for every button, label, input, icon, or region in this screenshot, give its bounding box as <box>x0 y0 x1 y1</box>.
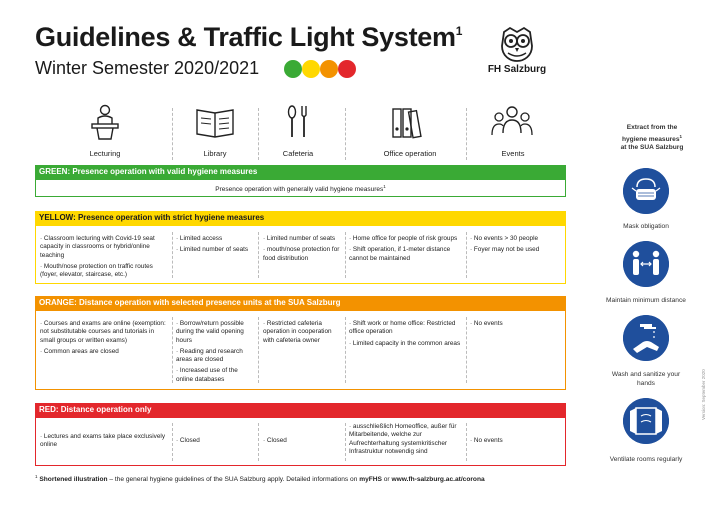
owl-icon <box>501 26 533 62</box>
cell-divider <box>345 232 346 278</box>
orange-events-cell: No events <box>470 320 562 331</box>
cell-divider <box>258 423 259 461</box>
traffic-light-yellow <box>302 60 320 78</box>
yellow-cafeteria-cell: Limited number of seats mouth/nose prote… <box>263 235 345 266</box>
sidebar-heading: Extract from the hygiene measures1 at th… <box>610 124 694 153</box>
orange-level-header: ORANGE: Distance operation with selected… <box>35 296 566 310</box>
orange-level-box: Courses and exams are online (exemption:… <box>35 310 566 390</box>
orange-office-cell: Shift work or home office: Restricted of… <box>349 320 461 351</box>
mask-icon <box>623 168 669 214</box>
traffic-light-orange <box>320 60 338 78</box>
orange-lecturing-cell: Courses and exams are online (exemption:… <box>40 320 168 359</box>
red-cafeteria-cell: Closed <box>263 437 341 448</box>
column-label-library: Library <box>203 149 227 158</box>
yellow-level-header: YELLOW: Presence operation with strict h… <box>35 211 566 225</box>
people-icon <box>491 106 533 136</box>
column-divider <box>258 108 259 160</box>
logo-text: FH Salzburg <box>487 64 547 75</box>
column-divider <box>466 108 467 160</box>
list-item: Limited access <box>176 235 256 243</box>
cell-divider <box>345 423 346 461</box>
list-item: Closed <box>263 437 341 445</box>
list-item: No events > 30 people <box>470 235 562 243</box>
list-item: Shift operation, if 1-meter distance can… <box>349 246 461 263</box>
sidebar-label-handwash: Wash and sanitize your hands <box>611 371 681 387</box>
list-item: Courses and exams are online (exemption:… <box>40 320 168 345</box>
list-item: Lectures and exams take place exclusivel… <box>40 433 168 450</box>
sidebar-label-ventilate: Ventilate rooms regularly <box>609 456 683 463</box>
list-item: Borrow/return possible during the valid … <box>176 320 256 345</box>
red-lecturing-cell: Lectures and exams take place exclusivel… <box>40 433 168 453</box>
cell-divider <box>172 232 173 278</box>
red-events-cell: No events <box>470 437 562 448</box>
yellow-events-cell: No events > 30 people Foyer may not be u… <box>470 235 562 258</box>
list-item: Mouth/nose protection on traffic routes … <box>40 263 168 280</box>
sidebar-label-distance: Maintain minimum distance <box>606 297 686 304</box>
footnote: 1 Shortened illustration – the general h… <box>35 474 485 484</box>
list-item: No events <box>470 320 562 328</box>
link-corona[interactable]: www.fh-salzburg.ac.at/corona <box>391 476 485 484</box>
page-subtitle: Winter Semester 2020/2021 <box>35 58 260 78</box>
orange-cafeteria-cell: Restricted cafeteria operation in cooper… <box>263 320 341 348</box>
column-label-lecturing: Lecturing <box>89 149 121 158</box>
sidebar-heading-line: Extract from the <box>626 124 678 131</box>
list-item: No events <box>470 437 562 445</box>
list-item: Closed <box>176 437 256 445</box>
list-item: mouth/nose protection for food distribut… <box>263 246 345 263</box>
green-level-header: GREEN: Presence operation with valid hyg… <box>35 165 566 179</box>
list-item: Restricted cafeteria operation in cooper… <box>263 320 341 345</box>
yellow-library-cell: Limited access Limited number of seats <box>176 235 256 258</box>
cutlery-icon <box>287 105 307 137</box>
list-item: ausschließlich Homeoffice, außer für Mit… <box>349 423 461 456</box>
column-divider <box>345 108 346 160</box>
column-label-events: Events <box>501 149 525 158</box>
list-item: Limited number of seats <box>263 235 345 243</box>
list-item: Classroom lecturing with Covid-19 seat c… <box>40 235 168 260</box>
handwash-icon <box>623 315 669 361</box>
red-office-cell: ausschließlich Homeoffice, außer für Mit… <box>349 423 461 459</box>
sidebar-heading-line: at the SUA Salzburg <box>620 144 684 152</box>
list-item: Reading and research areas are closed <box>176 348 256 365</box>
page-title: Guidelines & Traffic Light System1 <box>35 22 463 52</box>
traffic-light-green <box>284 60 302 78</box>
column-divider <box>172 108 173 160</box>
orange-library-cell: Borrow/return possible during the valid … <box>176 320 256 387</box>
lectern-icon <box>91 104 119 140</box>
red-level-box: Lectures and exams take place exclusivel… <box>35 417 566 466</box>
yellow-office-cell: Home office for people of risk groups Sh… <box>349 235 461 266</box>
list-item: Home office for people of risk groups <box>349 235 461 243</box>
list-item: Increased use of the online databases <box>176 367 256 384</box>
red-library-cell: Closed <box>176 437 256 448</box>
sidebar-heading-line: hygiene measures1 <box>621 133 683 143</box>
cell-divider <box>258 317 259 383</box>
list-item: Limited number of seats <box>176 246 256 254</box>
list-item: Foyer may not be used <box>470 246 562 254</box>
yellow-lecturing-cell: Classroom lecturing with Covid-19 seat c… <box>40 235 168 282</box>
green-level-box: Presence operation with generally valid … <box>35 179 566 197</box>
cell-divider <box>466 423 467 461</box>
green-level-text: Presence operation with generally valid … <box>215 184 386 194</box>
list-item: Shift work or home office: Restricted of… <box>349 320 461 337</box>
cell-divider <box>466 232 467 278</box>
column-label-office: Office operation <box>383 149 437 158</box>
cell-divider <box>172 317 173 383</box>
list-item: Common areas are closed <box>40 348 168 356</box>
version-label: Version: September 2020 <box>701 369 706 420</box>
traffic-light-red <box>338 60 356 78</box>
list-item: Limited capacity in the common areas <box>349 340 461 348</box>
distance-icon <box>623 241 669 287</box>
binders-icon <box>392 108 422 139</box>
fh-salzburg-logo: FH Salzburg <box>487 26 547 78</box>
red-level-header: RED: Distance operation only <box>35 403 566 417</box>
sidebar-label-mask: Mask obligation <box>623 223 669 230</box>
yellow-level-box: Classroom lecturing with Covid-19 seat c… <box>35 225 566 284</box>
cell-divider <box>258 232 259 278</box>
book-icon <box>196 109 234 138</box>
window-icon <box>623 398 669 444</box>
cell-divider <box>466 317 467 383</box>
cell-divider <box>172 423 173 461</box>
link-myfhs[interactable]: myFHS <box>359 476 382 484</box>
column-label-cafeteria: Cafeteria <box>282 149 314 158</box>
cell-divider <box>345 317 346 383</box>
